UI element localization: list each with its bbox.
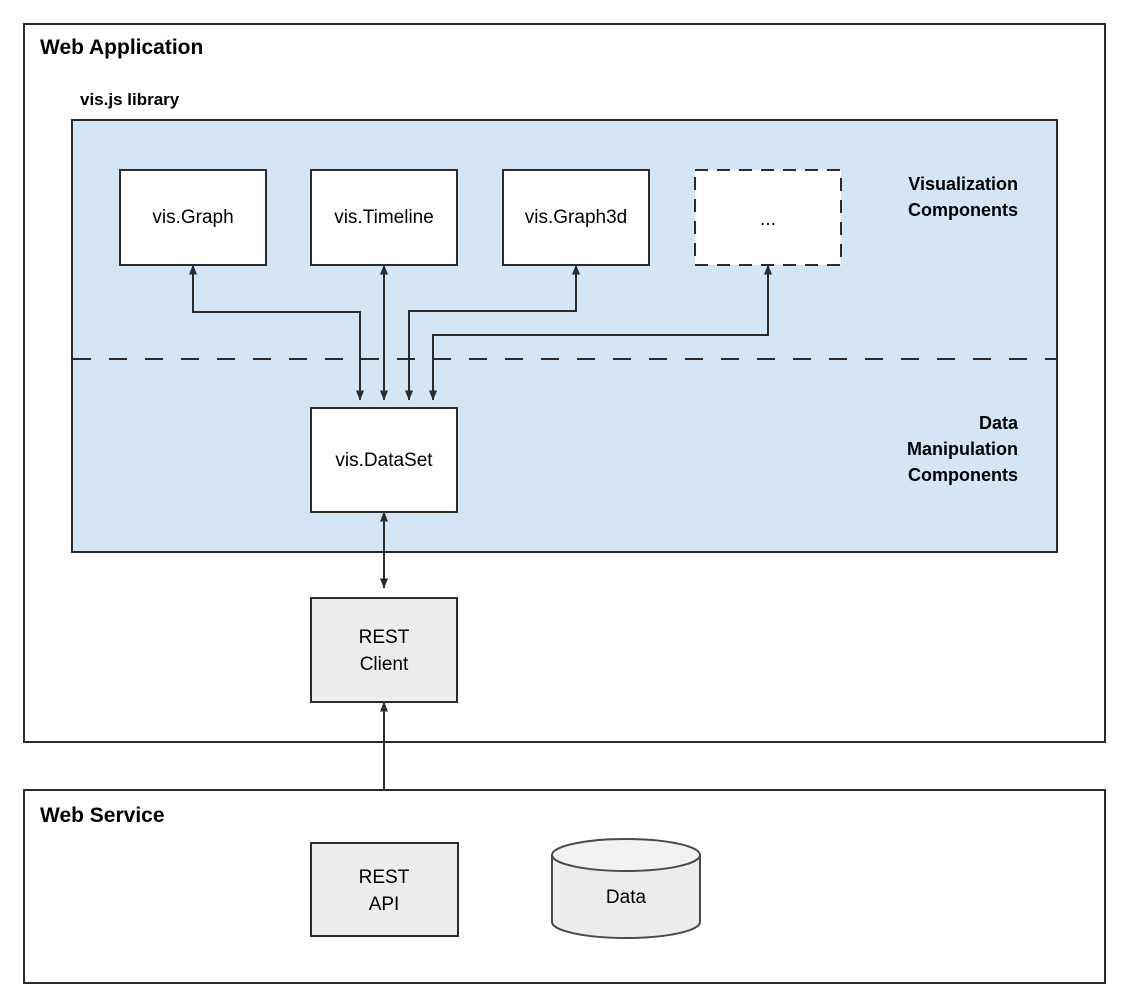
visjs-library-title: vis.js library xyxy=(80,90,180,109)
node-vis-dataset-box[interactable] xyxy=(310,407,458,513)
data-manipulation-label-line3: Components xyxy=(908,465,1018,485)
web-application-title: Web Application xyxy=(40,36,203,59)
node-rest-api[interactable]: REST API xyxy=(310,842,459,937)
node-database-label: Data xyxy=(606,887,647,908)
database-cylinder-body[interactable] xyxy=(551,854,701,939)
data-manipulation-label-line1: Data xyxy=(979,413,1019,433)
data-manipulation-label-line2: Manipulation xyxy=(907,439,1018,459)
node-rest-client-label-line1: REST xyxy=(359,627,410,648)
node-vis-timeline-label: vis.Timeline xyxy=(334,207,434,228)
node-rest-client[interactable]: REST Client xyxy=(310,597,458,703)
node-more-components-label: ... xyxy=(760,209,776,230)
node-rest-client-box[interactable] xyxy=(310,597,458,703)
node-vis-graph[interactable]: vis.Graph xyxy=(119,169,267,266)
node-vis-graph-box[interactable] xyxy=(119,169,267,266)
node-vis-graph3d-box[interactable] xyxy=(502,169,650,266)
node-vis-graph-label: vis.Graph xyxy=(152,207,233,228)
web-service-title: Web Service xyxy=(40,804,165,827)
node-vis-timeline[interactable]: vis.Timeline xyxy=(310,169,458,266)
node-vis-dataset[interactable]: vis.DataSet xyxy=(310,407,458,513)
node-rest-client-label-line2: Client xyxy=(360,654,409,675)
node-vis-graph3d[interactable]: vis.Graph3d xyxy=(502,169,650,266)
node-more-components-box[interactable] xyxy=(694,169,842,266)
database-cylinder-top xyxy=(551,838,701,872)
node-rest-api-box[interactable] xyxy=(310,842,459,937)
node-vis-dataset-label: vis.DataSet xyxy=(335,450,433,471)
node-database[interactable]: Data xyxy=(551,838,701,939)
node-vis-timeline-box[interactable] xyxy=(310,169,458,266)
node-more-components[interactable]: ... xyxy=(694,169,842,266)
edge-more-components-dataset xyxy=(429,264,772,401)
node-vis-graph3d-label: vis.Graph3d xyxy=(525,207,627,228)
visualization-components-label-line2: Components xyxy=(908,200,1018,220)
visualization-components-label-line1: Visualization xyxy=(908,174,1018,194)
node-rest-api-label-line1: REST xyxy=(359,867,410,888)
edge-vis-graph-dataset xyxy=(189,264,364,401)
node-rest-api-label-line2: API xyxy=(369,894,400,915)
